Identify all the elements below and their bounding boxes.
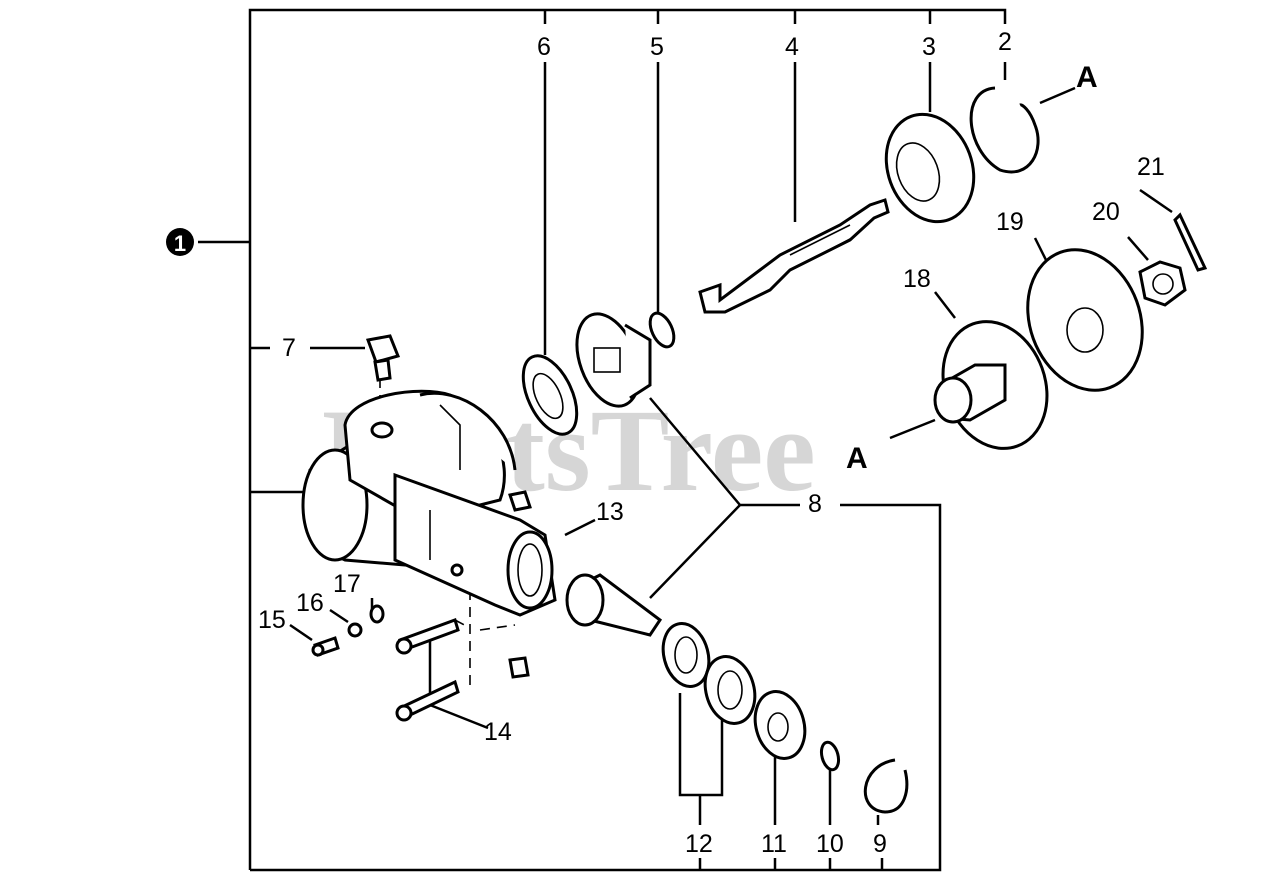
gear-case-housing (301, 389, 557, 617)
assembly-marker: 1 (166, 228, 194, 256)
part-label-6: 6 (537, 33, 551, 61)
part-label-16: 16 (296, 589, 324, 617)
cotter-pin-part-21 (1173, 212, 1208, 272)
gear-part-8 (575, 312, 652, 408)
bearing-part-3 (884, 112, 976, 224)
screw-part-14a (395, 618, 460, 655)
pinion-part-8 (565, 573, 663, 637)
washer-part-10 (819, 740, 841, 772)
assembly-label: 1 (174, 231, 186, 256)
leader-lines (289, 62, 1173, 825)
part-label-18: 18 (903, 265, 931, 293)
nut-part-20 (1138, 260, 1187, 307)
part-label-21: 21 (1137, 153, 1165, 181)
washer-part-17 (369, 604, 385, 624)
bolt-part-7 (365, 334, 401, 382)
gasket-part-13 (508, 490, 532, 679)
part-label-12: 12 (685, 830, 713, 858)
part-label-8: 8 (808, 490, 822, 518)
shaft-part-4 (698, 198, 890, 314)
part-label-7: 7 (282, 334, 296, 362)
bearing-part-12a (661, 622, 711, 688)
screw-part-14b (395, 679, 460, 722)
part-label-4: 4 (785, 33, 799, 61)
frame-lines (198, 8, 1007, 872)
circlip-part-2 (969, 86, 1040, 174)
bearing-part-6 (521, 354, 579, 436)
part-label-9: 9 (873, 830, 887, 858)
screw-part-15 (311, 636, 340, 657)
part-label-20: 20 (1092, 198, 1120, 226)
circlip-part-9 (863, 758, 909, 814)
part-label-17: 17 (333, 570, 361, 598)
holder-part-18 (933, 320, 1049, 450)
plate-part-19 (1026, 248, 1144, 392)
part-label-10: 10 (816, 830, 844, 858)
part-label-3: 3 (922, 33, 936, 61)
bearing-part-11 (753, 690, 807, 760)
part-label-19: 19 (996, 208, 1024, 236)
section-marker-bottom: A (846, 442, 868, 475)
part-label-5: 5 (650, 33, 664, 61)
part-labels: 2 3 4 5 6 7 8 9 10 11 12 13 14 15 16 17 … (258, 28, 1165, 858)
section-marker-top: A (1076, 61, 1098, 94)
part-label-13: 13 (596, 498, 624, 526)
part-label-14: 14 (484, 718, 512, 746)
part-label-11: 11 (761, 830, 787, 858)
part-label-15: 15 (258, 606, 286, 634)
washer-part-5 (648, 311, 676, 349)
washer-part-16 (347, 622, 363, 638)
part-label-2: 2 (998, 28, 1012, 56)
bearing-part-12b (703, 655, 757, 725)
